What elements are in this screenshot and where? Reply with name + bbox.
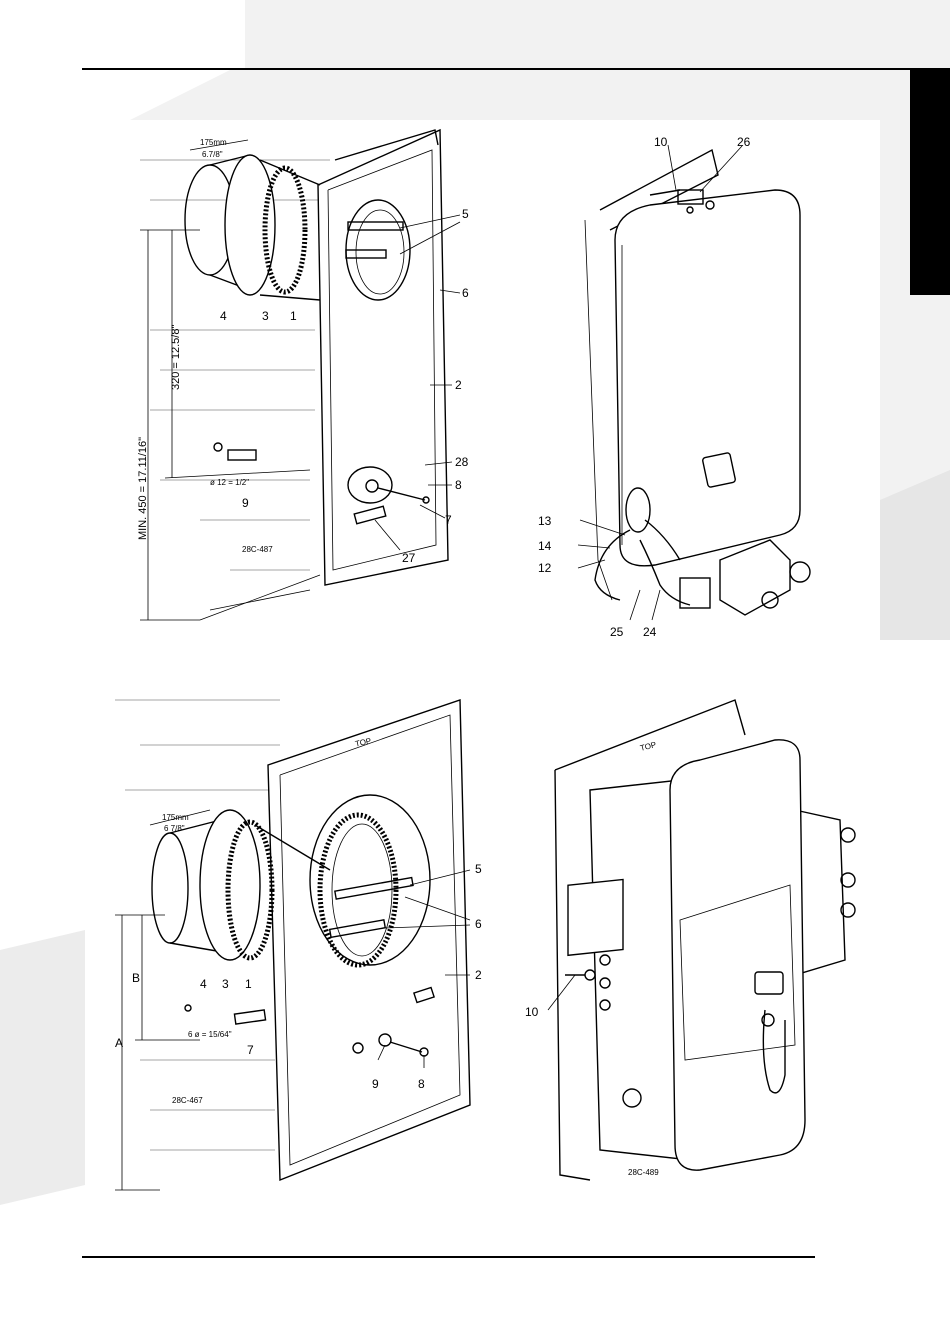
callout-10: 10 — [525, 1006, 538, 1018]
drawing-code: 28C-489 — [628, 1168, 659, 1177]
